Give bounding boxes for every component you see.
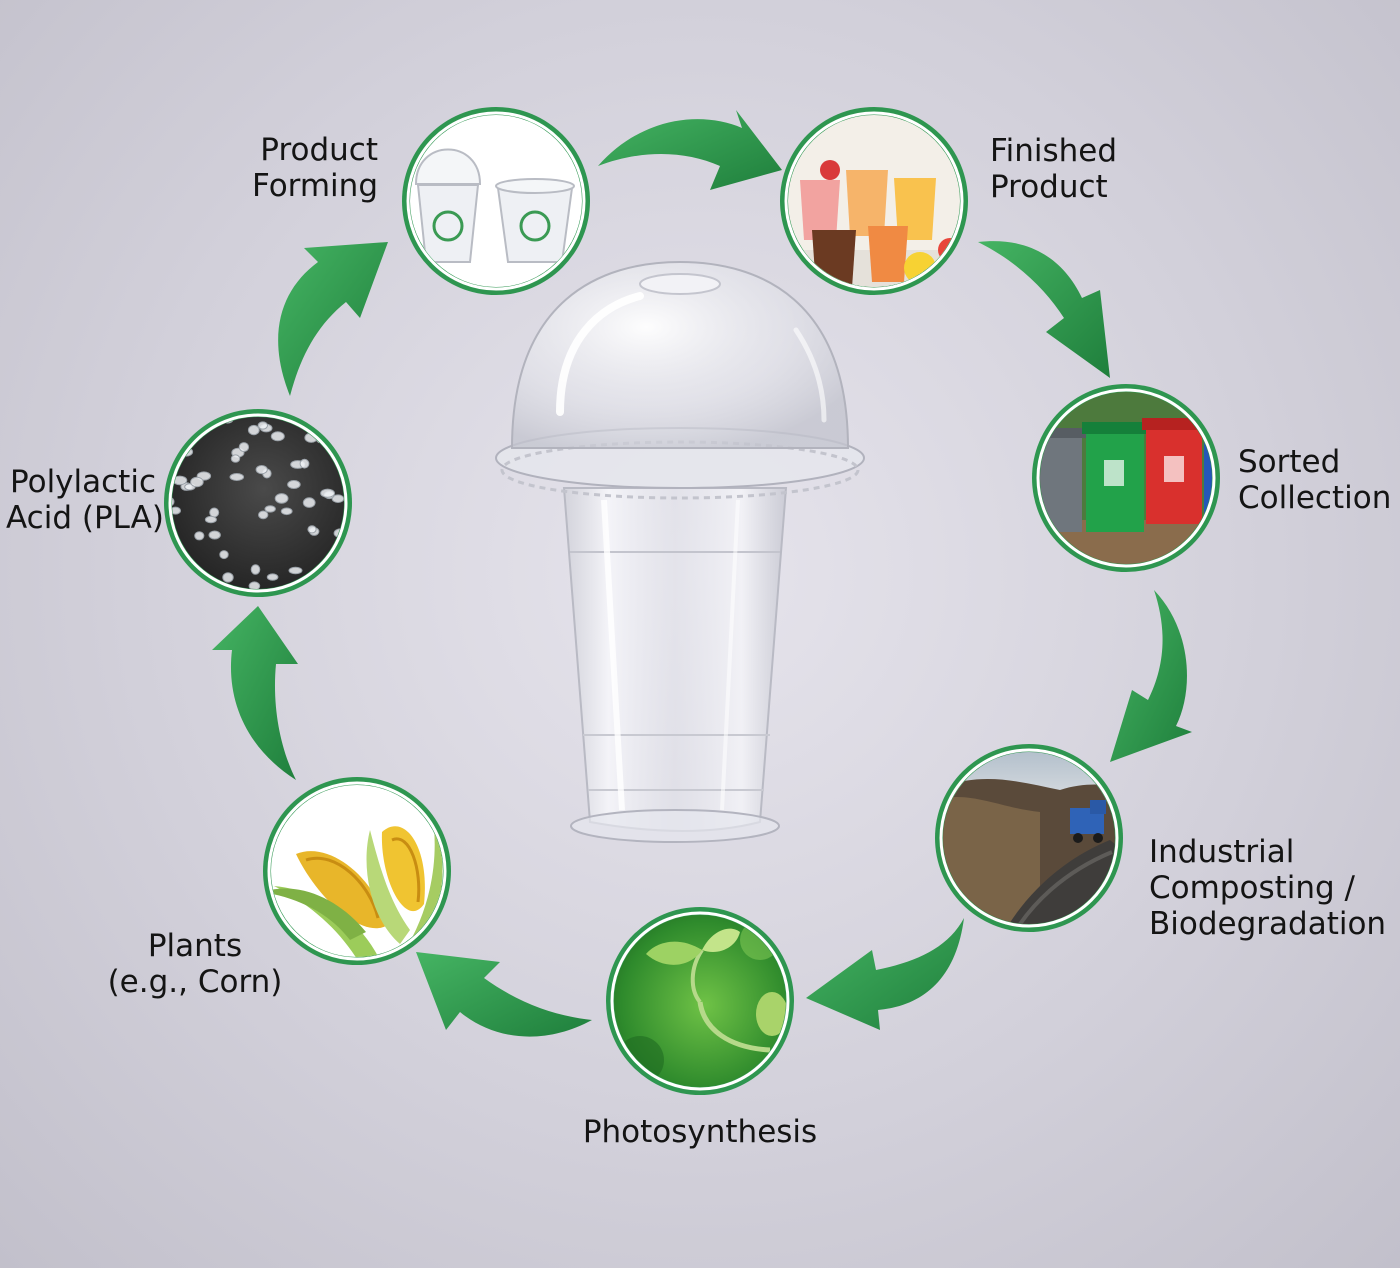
pla-pellet — [266, 573, 279, 581]
pla-pellet — [230, 454, 241, 463]
pla-pellet — [180, 568, 190, 577]
pla-pellet — [287, 480, 301, 489]
pla-pellet — [183, 425, 195, 435]
label-industrial-composting-line-1: Industrial — [1149, 834, 1295, 870]
label-sorted-collection-line-2: Collection — [1238, 480, 1392, 516]
pla-pellet — [238, 442, 250, 453]
pla-pellet — [208, 530, 221, 540]
label-plants-line-2: (e.g., Corn) — [107, 964, 283, 1000]
pla-pellet — [229, 473, 245, 481]
arrow-plants-to-pla — [212, 606, 298, 780]
step-plants-image — [263, 777, 451, 965]
pla-pellet — [274, 493, 289, 504]
pla-pellet — [270, 431, 285, 442]
pla-pellet — [194, 531, 205, 541]
arrow-forming-to-finished — [598, 110, 782, 190]
step-product-forming-image — [402, 107, 590, 295]
pla-pellet — [302, 497, 316, 508]
pla-pellet — [255, 465, 268, 475]
label-finished-product-line-1: Finished — [990, 133, 1117, 169]
pla-pellet — [307, 525, 317, 534]
pla-pellet — [248, 581, 261, 589]
pla-pellet — [172, 423, 184, 434]
arrow-pla-to-forming — [278, 242, 388, 396]
step-pla-image — [164, 409, 358, 597]
label-plants: Plants (e.g., Corn) — [100, 928, 290, 1000]
label-plants-line-1: Plants — [147, 928, 243, 964]
label-finished-product-line-2: Product — [990, 169, 1108, 205]
pla-pellet — [247, 424, 260, 436]
label-sorted-collection-line-1: Sorted — [1238, 444, 1341, 480]
step-photosynthesis-image — [606, 907, 794, 1095]
label-product-forming-line-1: Product — [260, 132, 378, 168]
label-photosynthesis: Photosynthesis — [560, 1114, 840, 1150]
pla-pellet — [209, 507, 220, 518]
cycle-arrows — [212, 110, 1192, 1037]
pla-pellet — [320, 488, 336, 498]
pla-pellet — [348, 460, 358, 467]
label-photosynthesis-line-1: Photosynthesis — [582, 1114, 818, 1150]
pla-pellet — [288, 566, 303, 575]
pla-pellet — [180, 417, 194, 428]
pla-pellet — [219, 550, 229, 560]
pla-pellet — [222, 572, 234, 583]
pla-pellet — [258, 510, 269, 520]
label-pla-line-1: Polylactic — [10, 464, 156, 500]
arrow-photosynthesis-to-plants — [416, 952, 592, 1037]
pla-pellet — [299, 458, 310, 469]
label-pla-line-2: Acid (PLA) — [6, 500, 164, 536]
label-product-forming-line-2: Forming — [251, 168, 378, 204]
label-pla: Polylactic Acid (PLA) — [6, 464, 164, 536]
pla-pellet — [257, 421, 268, 430]
step-sorted-collection-image — [1032, 384, 1220, 572]
center-cup-image — [495, 260, 865, 843]
pla-pellet — [190, 476, 204, 488]
step-finished-product-image — [780, 107, 968, 295]
arrow-sorted-to-composting — [1110, 590, 1192, 762]
pla-pellet — [280, 507, 293, 516]
label-sorted-collection: Sorted Collection — [1238, 444, 1391, 516]
label-industrial-composting: Industrial Composting / Biodegradation — [1149, 834, 1386, 942]
pla-pellet — [204, 515, 217, 524]
step-industrial-composting-image — [935, 744, 1123, 932]
pla-pellet — [172, 506, 181, 515]
label-product-forming: Product Forming — [230, 132, 378, 204]
arrow-composting-to-photosynthesis — [806, 918, 964, 1030]
pla-pellet — [172, 497, 175, 507]
arrow-finished-to-sorted — [978, 241, 1110, 378]
pla-pellet — [264, 505, 276, 513]
label-finished-product: Finished Product — [990, 133, 1117, 205]
pla-pellet — [331, 494, 344, 504]
label-industrial-composting-line-2: Composting / — [1149, 870, 1355, 906]
pla-pellet — [250, 564, 261, 575]
label-industrial-composting-line-3: Biodegradation — [1149, 906, 1387, 942]
